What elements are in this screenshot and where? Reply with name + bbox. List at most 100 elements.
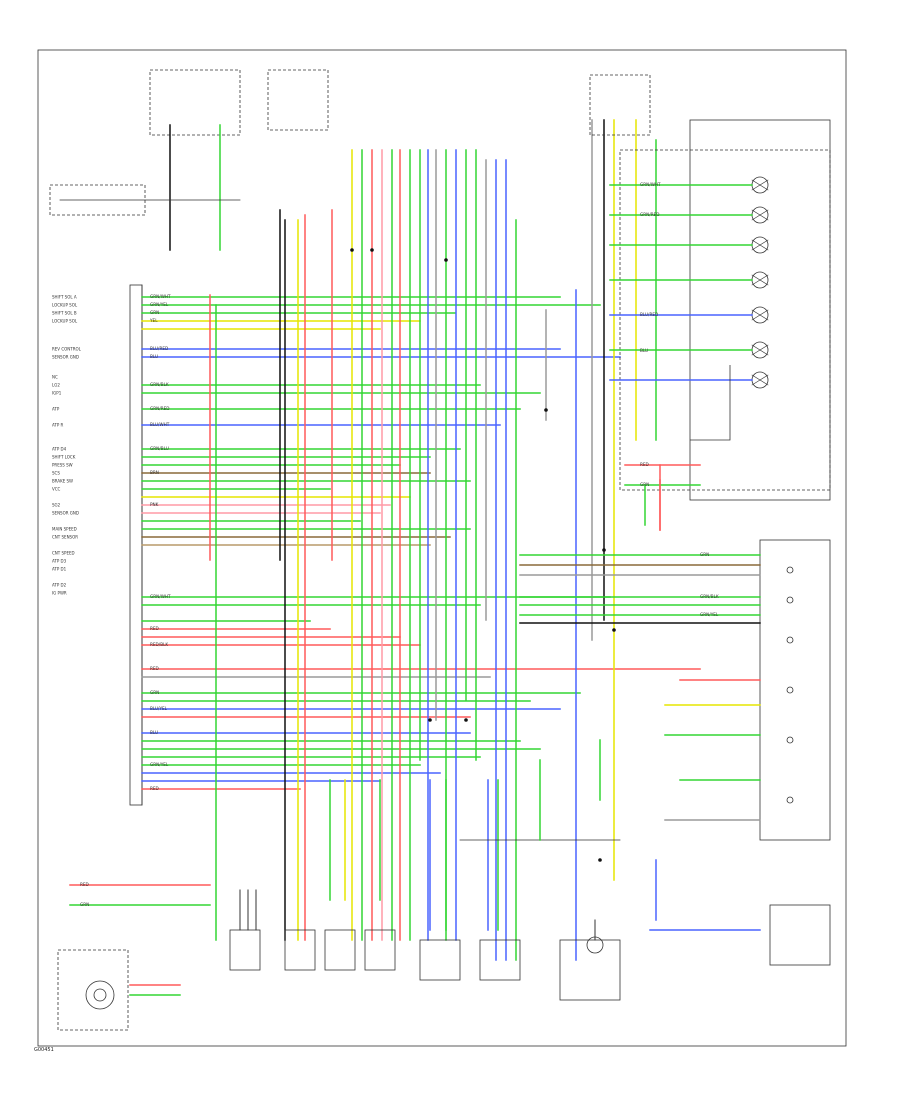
- sensor-outline: [324, 929, 356, 971]
- wire-color-code: GRN: [640, 482, 649, 487]
- pcm-pin-label: MAIN SPEED: [52, 527, 77, 532]
- pcm-pin-label: SHIFT SOL A: [52, 295, 77, 300]
- wire-color-code: GRN/YEL: [700, 612, 719, 617]
- gauge-assembly-outline: [619, 149, 831, 491]
- switch-contact: [786, 736, 794, 744]
- wire-color-code: GRN/YEL: [150, 302, 169, 307]
- wire-color-code: BLU: [150, 730, 158, 735]
- pcm-pin-label: BRAKE SW: [52, 479, 73, 484]
- sensor-outline: [229, 929, 261, 971]
- pcm-pin-label: CNT SPEED: [52, 551, 75, 556]
- wire-color-code: RED: [150, 786, 159, 791]
- wire-color-code: RED: [80, 882, 89, 887]
- pcm-pin-label: SCS: [52, 471, 60, 476]
- wire-color-code: GRN/BLK: [150, 382, 169, 387]
- pcm-pin-label: REV CONTROL: [52, 347, 82, 352]
- splice-dot: [544, 408, 548, 412]
- gear-indicator-outline: [689, 119, 831, 501]
- wire-color-code: BLU: [150, 354, 158, 359]
- pcm-pin-label: ATP D4: [52, 447, 67, 452]
- pcm-connector-strip: [129, 284, 143, 806]
- pcm-pin-label: ATP D3: [52, 559, 67, 564]
- wire-color-code: RED: [150, 666, 159, 671]
- range-switch-outline: [759, 539, 831, 841]
- sensor-coil: [586, 936, 604, 954]
- wire-color-code: GRN: [700, 552, 709, 557]
- pcm-pin-label: SHIFT LOCK: [52, 455, 76, 460]
- splice-dot: [602, 548, 606, 552]
- footer-code: G00451: [34, 1047, 54, 1053]
- pcm-pin-label: LG2: [52, 383, 60, 388]
- wire-color-code: GRN/BLK: [700, 594, 719, 599]
- pcm-pin-label: IGP1: [52, 391, 62, 396]
- pcm-pin-label: SHIFT SOL B: [52, 311, 77, 316]
- splice-dot: [464, 718, 468, 722]
- wire-color-code: BLU/WHT: [150, 422, 170, 427]
- pcm-pin-label: PRESS SW: [52, 463, 73, 468]
- wire-color-code: GRN/RED: [640, 212, 659, 217]
- pcm-pin-label: SENSOR GND: [52, 355, 79, 360]
- pcm-pin-label: SG2: [52, 503, 61, 508]
- wire-color-code: PNK: [150, 502, 159, 507]
- wire-color-code: GRN/WHT: [150, 294, 171, 299]
- pcm-pin-label: ATP R: [52, 423, 64, 428]
- splice-dot: [350, 248, 354, 252]
- splice-dot: [612, 628, 616, 632]
- lamp-filament: [751, 179, 769, 191]
- data-link-connector: [769, 904, 831, 966]
- wire-color-code: GRN/BLU: [150, 446, 169, 451]
- switch-contact: [786, 796, 794, 804]
- wire-color-code: BLU/RED: [150, 346, 168, 351]
- wire-color-code: BLU/YEL: [150, 706, 168, 711]
- wire-color-code: RED: [640, 462, 649, 467]
- pcm-pin-label: ATP: [52, 407, 60, 412]
- pcm-pin-label: LOCKUP SOL: [52, 303, 78, 308]
- switch-contact: [786, 686, 794, 694]
- splice-dot: [444, 258, 448, 262]
- wire-color-code: RED/BLK: [150, 642, 168, 647]
- sensor-outline: [284, 929, 316, 971]
- switch-contact: [786, 636, 794, 644]
- wire-color-code: GRN/WHT: [150, 594, 171, 599]
- brake-switch-outline: [49, 184, 146, 216]
- sensor-outline: [479, 939, 521, 981]
- pcm-pin-label: IG PWR: [52, 591, 67, 596]
- lower-connector-outline: [57, 949, 129, 1031]
- splice-dot: [428, 718, 432, 722]
- wire-color-code: YEL: [149, 318, 158, 323]
- splice-dot: [598, 858, 602, 862]
- wire-color-code: GRN: [150, 690, 159, 695]
- splice-dot: [370, 248, 374, 252]
- pcm-pin-label: CNT SENSOR: [52, 535, 78, 540]
- wire-color-code: BRN: [150, 470, 159, 475]
- pcm-pin-label: VCC: [52, 487, 61, 492]
- sensor-outline: [559, 939, 621, 1001]
- under-hood-fuse-box: [149, 69, 241, 136]
- sensor-outline: [419, 939, 461, 981]
- under-dash-fuse-box: [267, 69, 329, 131]
- wire-color-code: GRN/YEL: [150, 762, 169, 767]
- fuse-box-right: [589, 74, 651, 136]
- ground-wire: [690, 365, 731, 441]
- wire-color-code: GRN: [150, 310, 159, 315]
- pcm-pin-label: ATP D2: [52, 583, 67, 588]
- lamp-filament: [751, 374, 769, 386]
- wire-color-code: BLU: [640, 348, 648, 353]
- pcm-pin-label: LOCKUP SOL: [52, 319, 78, 324]
- wire-color-code: RED: [150, 626, 159, 631]
- pcm-pin-label: NC: [52, 375, 58, 380]
- wire-color-code: GRN: [80, 902, 89, 907]
- lamp-filament: [751, 239, 769, 251]
- wire-color-code: GRN/RED: [150, 406, 169, 411]
- switch-contact: [786, 566, 794, 574]
- lamp-filament: [751, 309, 769, 321]
- lamp-filament: [751, 274, 769, 286]
- wire-color-code: BLU/RED: [640, 312, 658, 317]
- pcm-pin-label: ATP D1: [52, 567, 67, 572]
- switch-contact: [786, 596, 794, 604]
- pcm-pin-label: SENSOR GND: [52, 511, 79, 516]
- lamp-filament: [751, 209, 769, 221]
- sensor-outline: [364, 929, 396, 971]
